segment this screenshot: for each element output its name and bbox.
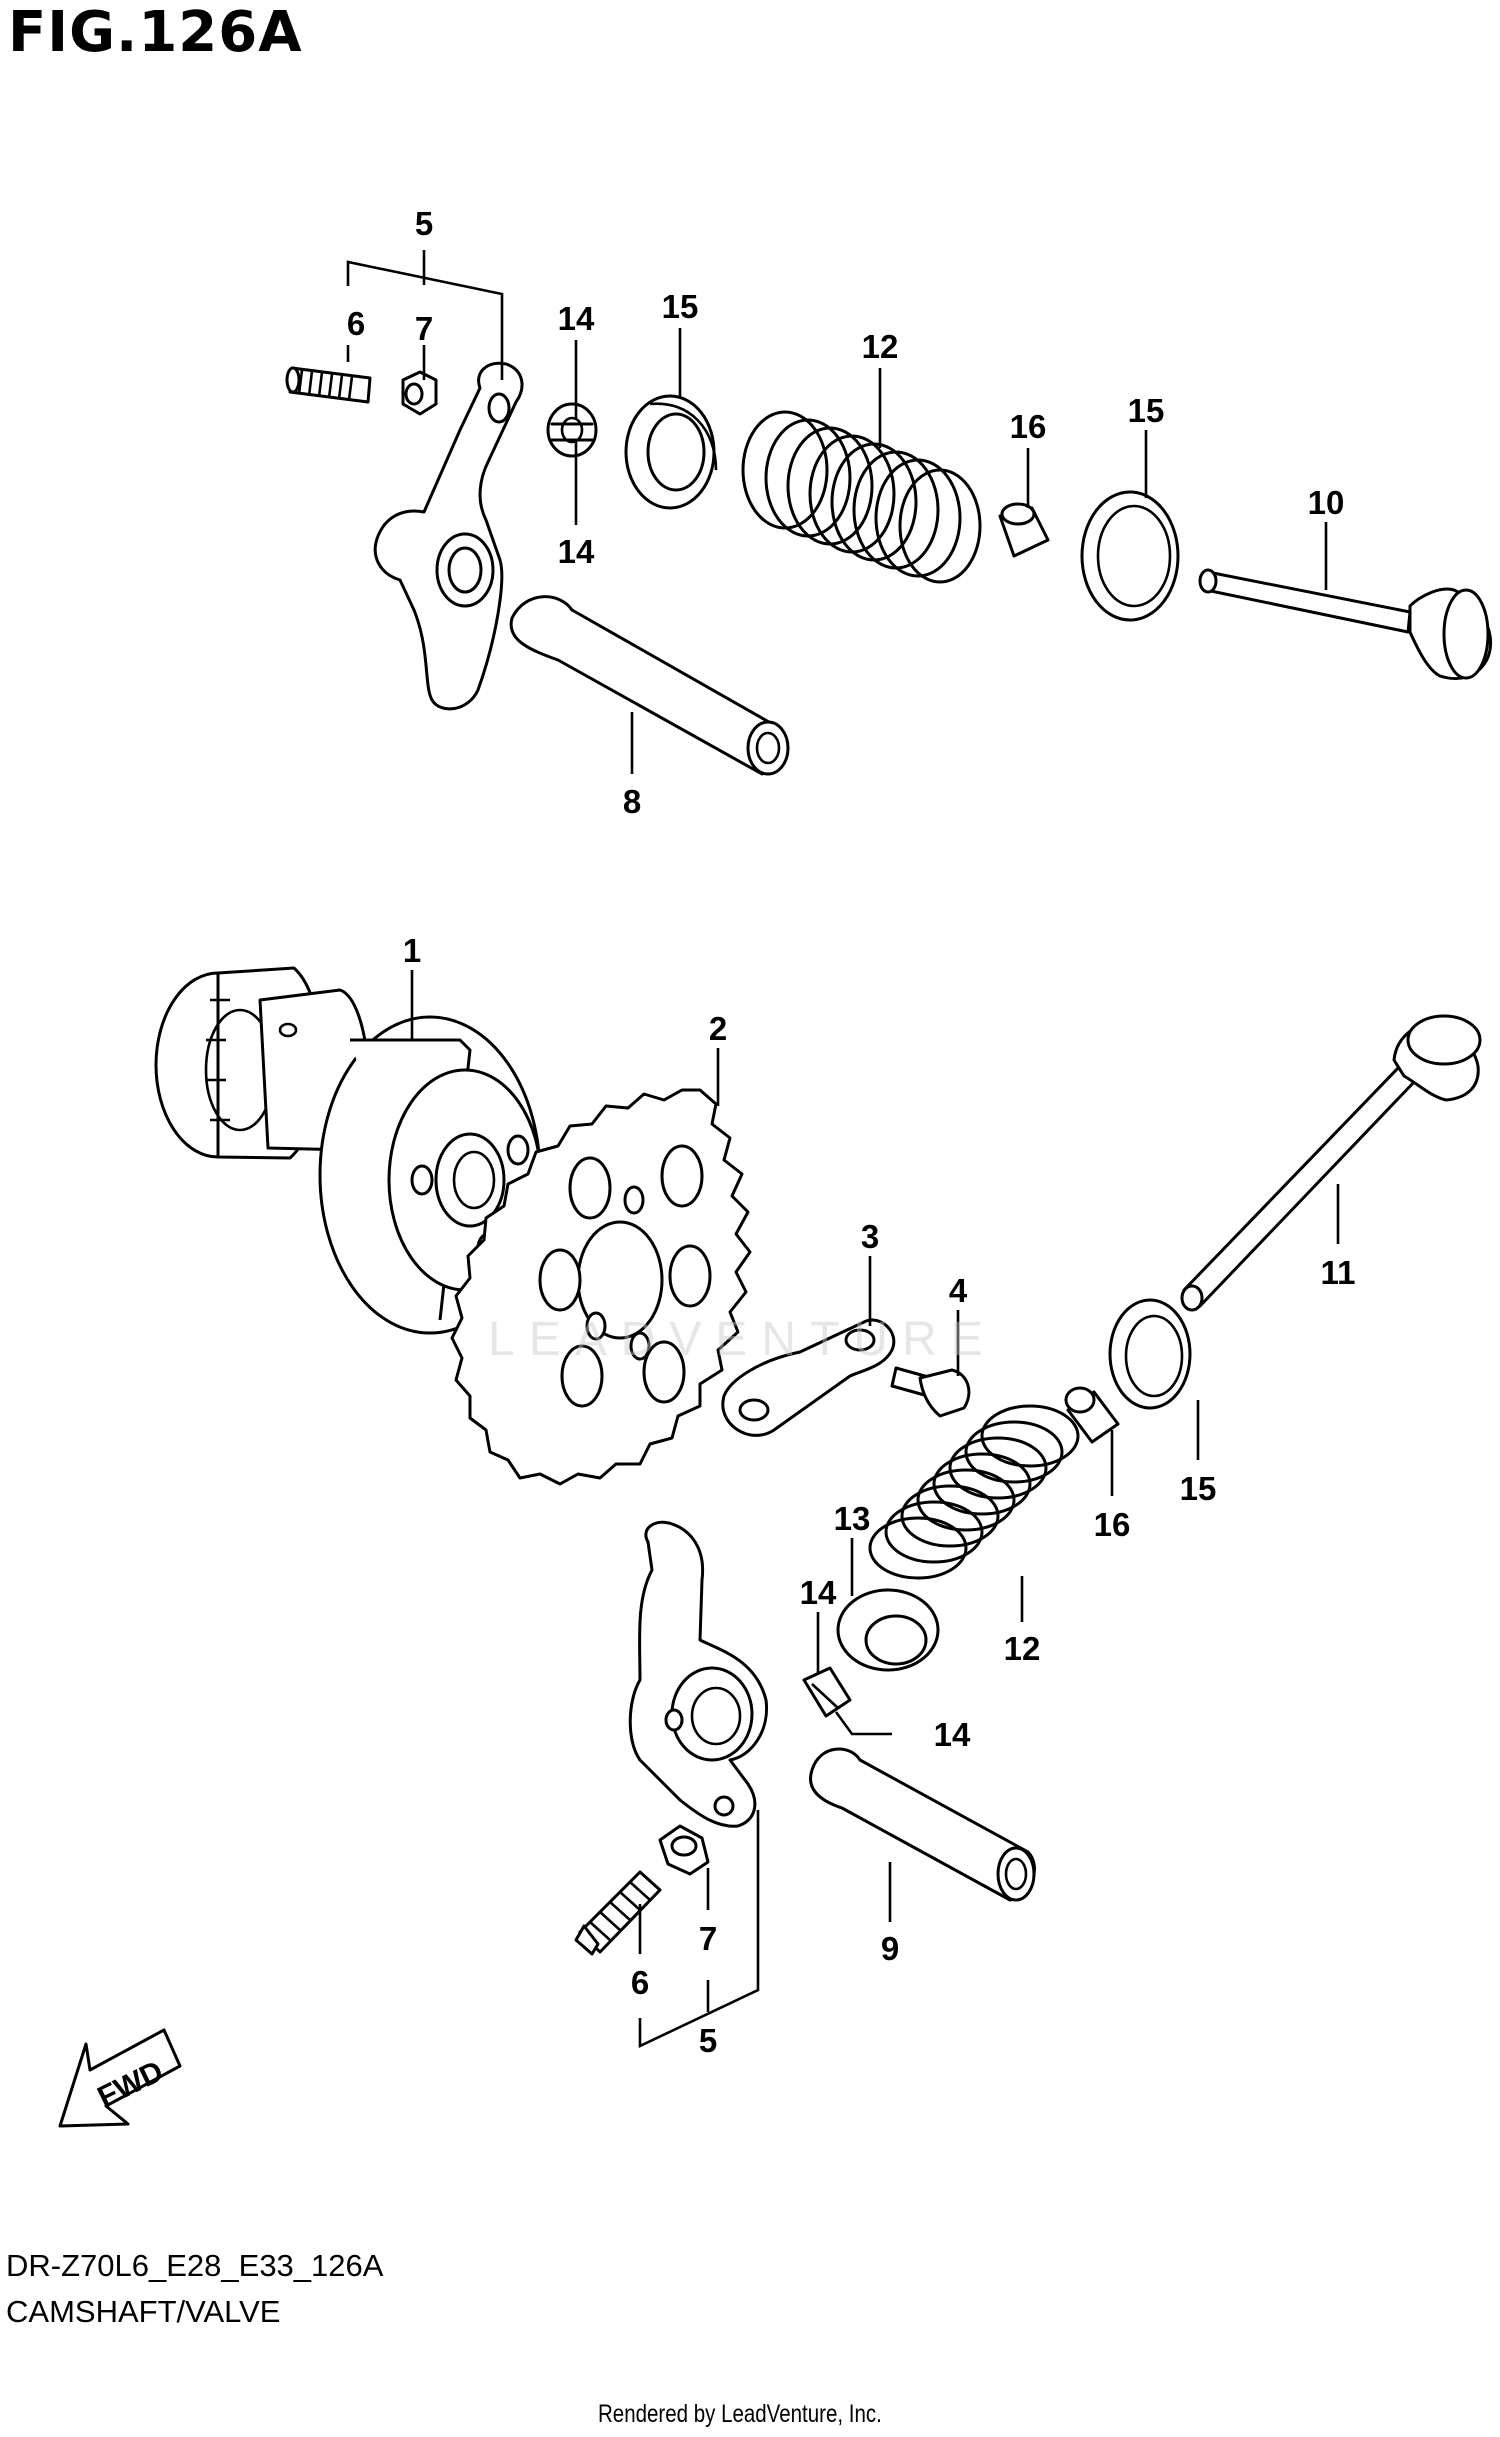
- rocker-shaft-upper[interactable]: [509, 595, 790, 776]
- lock-nut-upper[interactable]: [401, 370, 438, 416]
- callout-6-upper: 6: [347, 305, 365, 342]
- valve-spring-upper[interactable]: [741, 410, 982, 584]
- callout-15-lower: 15: [1180, 1470, 1217, 1507]
- callout-9: 9: [881, 1930, 899, 1967]
- valve-cotter-upper[interactable]: [546, 402, 598, 458]
- retainer-plate-bolt[interactable]: [890, 1366, 971, 1418]
- spring-retainer-upper[interactable]: [624, 394, 718, 510]
- rendered-by-credit: Rendered by LeadVenture, Inc.: [598, 2400, 882, 2428]
- callout-7-upper: 7: [415, 310, 433, 347]
- rocker-shaft-lower[interactable]: [809, 1747, 1036, 1902]
- spring-seat-washer-upper[interactable]: [1080, 490, 1180, 622]
- spring-seat-washer-lower[interactable]: [1108, 1298, 1192, 1410]
- leader-lines: [346, 250, 1340, 2049]
- valve-upper[interactable]: [1198, 568, 1493, 680]
- camshaft-sprocket[interactable]: [450, 1088, 752, 1486]
- figure-title: FIG.126A: [8, 0, 303, 65]
- callout-4: 4: [949, 1272, 968, 1309]
- callout-15-upper-a: 15: [662, 288, 699, 325]
- section-name: CAMSHAFT/VALVE: [6, 2294, 281, 2329]
- callout-14-upper-a: 14: [558, 300, 595, 337]
- callout-13: 13: [834, 1500, 871, 1537]
- callout-16-upper: 16: [1010, 408, 1047, 445]
- forward-direction-arrow: FWD: [58, 2028, 182, 2128]
- callout-12-lower: 12: [1004, 1630, 1041, 1667]
- callout-14-lower-a: 14: [800, 1574, 837, 1611]
- callout-16-lower: 16: [1094, 1506, 1131, 1543]
- callout-14-upper-b: 14: [558, 533, 595, 570]
- valve-stem-seal-lower[interactable]: [1064, 1386, 1120, 1444]
- spring-retainer-lower[interactable]: [836, 1588, 940, 1672]
- callout-14-lower-b: 14: [934, 1716, 971, 1753]
- model-code: DR-Z70L6_E28_E33_126A: [6, 2248, 384, 2283]
- callout-10: 10: [1308, 484, 1345, 521]
- rocker-arm-upper[interactable]: [373, 361, 524, 711]
- rocker-arm-lower[interactable]: [628, 1520, 769, 1828]
- callout-1: 1: [403, 932, 421, 969]
- callout-7-lower: 7: [699, 1920, 717, 1957]
- callout-12-upper: 12: [862, 328, 899, 365]
- adjusting-screw-upper[interactable]: [285, 366, 372, 404]
- callout-6-lower: 6: [631, 1964, 649, 2001]
- valve-spring-lower[interactable]: [868, 1404, 1080, 1580]
- lock-nut-lower[interactable]: [658, 1824, 710, 1876]
- valve-cotter-lower[interactable]: [802, 1666, 852, 1718]
- callout-8: 8: [623, 783, 641, 820]
- valve-lower[interactable]: [1180, 1014, 1482, 1312]
- adjusting-screw-lower[interactable]: [574, 1870, 662, 1956]
- callout-11: 11: [1321, 1254, 1356, 1291]
- valve-stem-seal-upper[interactable]: [998, 502, 1050, 558]
- callout-3: 3: [861, 1218, 879, 1255]
- callout-labels: 5 6 7 14 14 15 12 16 15 10 8 1 2 3 4 11 …: [347, 205, 1356, 2059]
- callout-5-lower: 5: [699, 2022, 717, 2059]
- callout-5-upper: 5: [415, 205, 433, 242]
- callout-15-upper-b: 15: [1128, 392, 1165, 429]
- callout-2: 2: [709, 1010, 727, 1047]
- watermark: LEADVENTURE: [488, 1313, 997, 1366]
- camshaft-retainer-plate[interactable]: [721, 1318, 896, 1437]
